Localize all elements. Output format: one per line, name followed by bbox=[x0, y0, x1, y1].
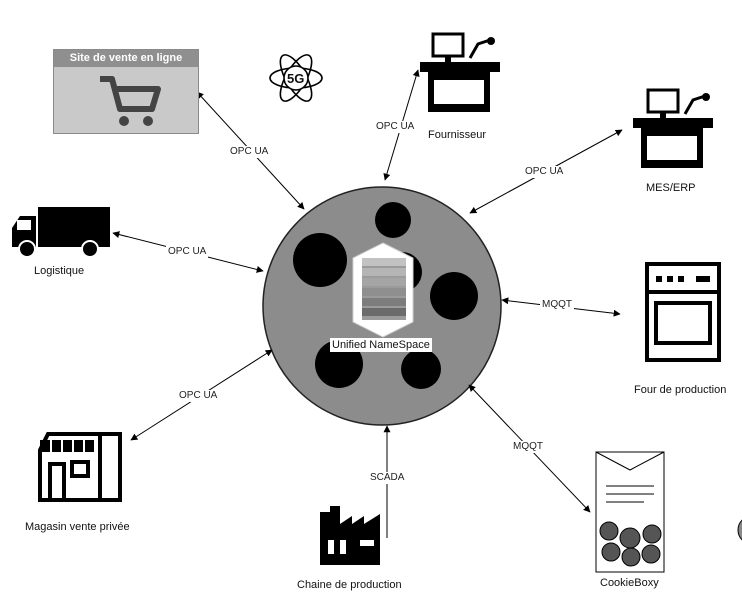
oven-icon bbox=[645, 262, 721, 362]
store-icon bbox=[38, 432, 122, 502]
factory-icon bbox=[320, 506, 380, 565]
fournisseur-workstation-icon bbox=[420, 32, 500, 112]
truck-icon bbox=[12, 207, 110, 258]
chaine-label: Chaine de production bbox=[297, 579, 402, 591]
fournisseur-label: Fournisseur bbox=[428, 129, 487, 141]
shopping-cart-icon bbox=[100, 76, 161, 126]
site-vente-panel: Site de vente en ligne bbox=[53, 49, 199, 134]
cookie-label: CookieBoxy bbox=[600, 577, 659, 589]
server-rack-icon bbox=[352, 242, 414, 338]
four-label: Four de production bbox=[634, 384, 727, 396]
mes-workstation-icon bbox=[633, 88, 713, 168]
edge-label-magasin: OPC UA bbox=[177, 390, 220, 402]
site-vente-title: Site de vente en ligne bbox=[54, 50, 198, 67]
cookie-box-icon bbox=[595, 451, 665, 573]
unified-namespace-hub bbox=[262, 186, 502, 426]
unified-namespace-label: Unified NameSpace bbox=[330, 338, 432, 352]
edge-label-fournisseur: OPC UA bbox=[374, 121, 417, 133]
logistique-label: Logistique bbox=[34, 265, 85, 277]
edge-label-chaine: SCADA bbox=[368, 472, 407, 484]
mes-label: MES/ERP bbox=[646, 182, 696, 194]
edge-label-logistique: OPC UA bbox=[166, 246, 209, 258]
5g-label: 5G bbox=[287, 71, 305, 86]
edge-label-cookie: MQQT bbox=[511, 441, 545, 453]
edge-label-four: MQQT bbox=[540, 299, 574, 311]
edge-label-site: OPC UA bbox=[228, 146, 271, 158]
edge-label-mes: OPC UA bbox=[523, 166, 566, 178]
magasin-label: Magasin vente privée bbox=[25, 521, 130, 533]
partial-icon bbox=[737, 519, 742, 541]
5g-network-icon bbox=[269, 54, 323, 102]
